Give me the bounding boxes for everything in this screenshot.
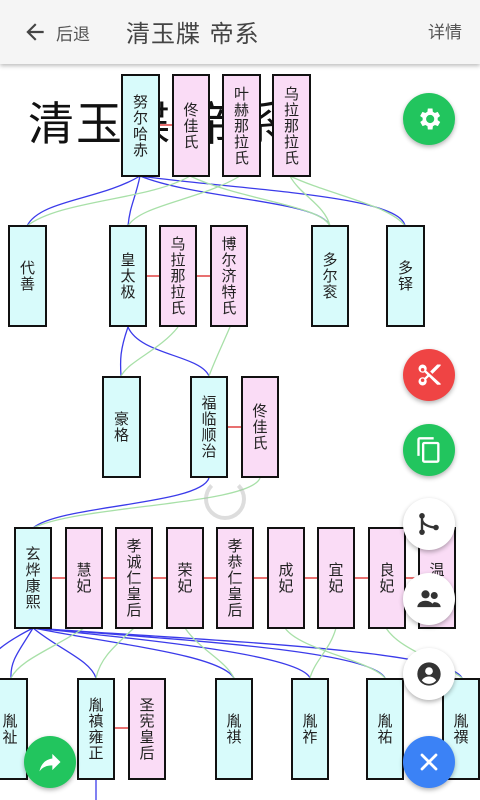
person-node-spouse[interactable]: 孝诚仁皇后 <box>115 527 153 629</box>
person-node-spouse[interactable]: 慧妃 <box>65 527 103 629</box>
person-node-nurhaci[interactable]: 努尔哈赤 <box>121 74 160 177</box>
person-name: 代善 <box>18 260 36 292</box>
person-name: 胤祉 <box>0 713 19 745</box>
person-node-spouse[interactable]: 乌拉那拉氏 <box>272 74 311 177</box>
person-node-spouse[interactable]: 孝恭仁皇后 <box>216 527 254 629</box>
person-name: 多尔衮 <box>320 252 339 300</box>
person-node-spouse[interactable]: 荣妃 <box>166 527 204 629</box>
person-name: 乌拉那拉氏 <box>282 85 300 166</box>
person-name: 叶赫那拉氏 <box>232 85 250 166</box>
person-node-spouse[interactable]: 叶赫那拉氏 <box>222 74 261 177</box>
person-name: 宜妃 <box>326 562 345 594</box>
person-node-spouse[interactable]: 佟佳氏 <box>172 74 210 177</box>
person-node-hooge[interactable]: 豪格 <box>102 376 141 478</box>
branch-button[interactable] <box>403 498 455 550</box>
connection-lines <box>0 124 463 800</box>
person-node-daishan[interactable]: 代善 <box>8 225 47 327</box>
page-title: 清玉牒 帝系 <box>126 20 260 48</box>
account-icon <box>417 662 441 686</box>
person-node-spouse[interactable]: 乌拉那拉氏 <box>159 225 197 327</box>
person-node-shunzhi[interactable]: 福临顺治 <box>190 376 228 478</box>
copy-icon <box>417 437 440 463</box>
person-node-spouse[interactable]: 博尔济特氏 <box>210 225 248 327</box>
person-name: 豪格 <box>112 411 130 443</box>
person-name: 胤祺 <box>224 713 243 745</box>
person-name: 成妃 <box>276 562 295 594</box>
person-node-dorgon[interactable]: 多尔衮 <box>311 225 349 327</box>
person-name: 博尔济特氏 <box>219 236 238 316</box>
copy-button[interactable] <box>403 424 455 476</box>
person-name: 佟佳氏 <box>181 101 200 150</box>
person-node-kangxi[interactable]: 玄烨康熙 <box>14 527 52 629</box>
person-node-spouse[interactable]: 成妃 <box>267 527 305 629</box>
family-tree-canvas[interactable]: 清玉牒 帝系 <box>0 64 480 800</box>
person-name: 胤祚 <box>300 713 319 745</box>
person-name: 多铎 <box>396 260 414 292</box>
people-button[interactable] <box>403 573 455 625</box>
account-button[interactable] <box>403 648 455 700</box>
back-button[interactable]: 后退 <box>22 16 90 48</box>
settings-icon <box>420 108 441 130</box>
person-name: 福临顺治 <box>199 395 218 459</box>
person-name: 胤祐 <box>375 713 394 745</box>
arrow-left-icon <box>26 23 44 41</box>
people-icon <box>417 590 441 608</box>
loading-spinner <box>204 478 246 520</box>
cut-button[interactable] <box>403 349 455 401</box>
person-name: 皇太极 <box>118 252 137 300</box>
person-node-yinqi[interactable]: 胤祺 <box>215 678 253 780</box>
person-node-yinyou[interactable]: 胤祐 <box>366 678 404 780</box>
person-name: 乌拉那拉氏 <box>168 236 187 316</box>
person-node-spouse[interactable]: 宜妃 <box>317 527 355 629</box>
person-node-dodo[interactable]: 多铎 <box>386 225 425 327</box>
share-icon <box>39 753 61 772</box>
person-node-spouse[interactable]: 佟佳氏 <box>241 376 279 478</box>
person-name: 胤禛雍正 <box>86 697 105 761</box>
share-button[interactable] <box>24 736 76 788</box>
person-name: 胤禩 <box>451 713 470 745</box>
scissors-icon <box>418 364 441 386</box>
person-name: 孝诚仁皇后 <box>124 538 143 618</box>
person-node-yongzheng[interactable]: 胤禛雍正 <box>77 678 115 780</box>
person-name: 佟佳氏 <box>250 403 269 451</box>
person-node-hong-taiji[interactable]: 皇太极 <box>109 225 147 327</box>
person-node-yinzhi[interactable]: 胤祉 <box>0 678 28 780</box>
back-label: 后退 <box>56 24 90 45</box>
person-node-spouse[interactable]: 圣宪皇后 <box>128 678 166 780</box>
person-name: 努尔哈赤 <box>131 93 149 158</box>
person-node-spouse[interactable]: 良妃 <box>368 527 406 629</box>
person-name: 慧妃 <box>74 562 93 594</box>
person-name: 玄烨康熙 <box>23 546 42 610</box>
person-name: 孝恭仁皇后 <box>225 538 244 618</box>
person-node-yinzuo[interactable]: 胤祚 <box>291 678 329 780</box>
branch-icon <box>419 513 439 535</box>
top-app-bar: 后退 清玉牒 帝系 详情 <box>0 0 480 64</box>
person-name: 圣宪皇后 <box>137 697 156 761</box>
close-button[interactable] <box>403 736 455 788</box>
close-icon <box>420 753 438 771</box>
person-name: 良妃 <box>377 562 396 594</box>
person-name: 荣妃 <box>175 562 194 594</box>
detail-button[interactable]: 详情 <box>428 23 462 43</box>
settings-button[interactable] <box>403 93 455 145</box>
